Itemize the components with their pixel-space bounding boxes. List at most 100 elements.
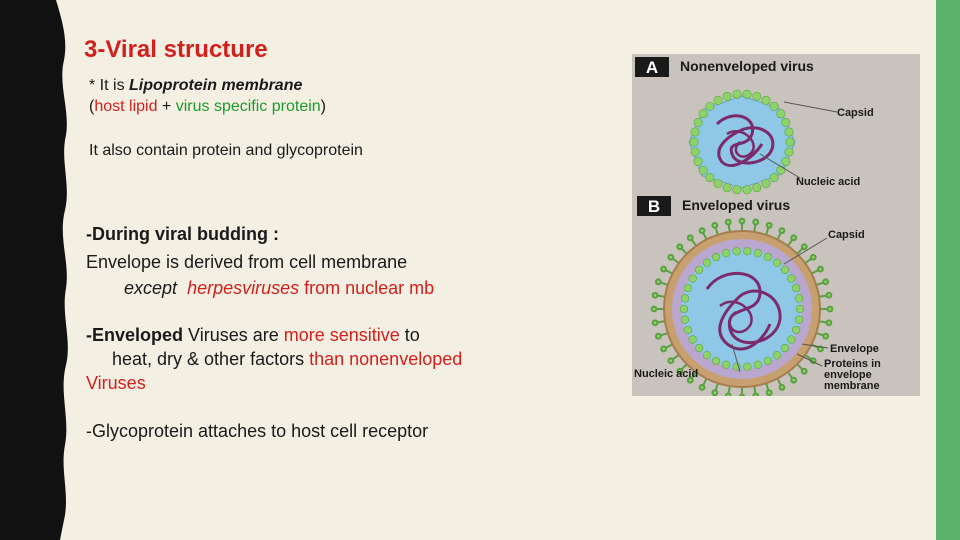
capsomere — [695, 343, 704, 353]
spike-head — [800, 243, 808, 251]
spike-head — [654, 332, 662, 340]
label-nucleic-acid-b: Nucleic acid — [634, 368, 698, 380]
capsomere — [683, 325, 693, 335]
capsomere — [742, 185, 752, 195]
label-proteins-3: membrane — [824, 380, 880, 392]
spike-head — [826, 305, 834, 313]
capsomere — [722, 249, 731, 258]
enveloped-line-2: heat, dry & other factors than nonenvelo… — [112, 349, 462, 370]
capsomere — [784, 147, 794, 157]
spike-head — [724, 218, 732, 226]
spike-head — [822, 278, 830, 286]
enveloped-bold: -Enveloped — [86, 325, 184, 345]
capsomere — [693, 157, 703, 167]
label-a-box — [635, 57, 669, 77]
capsomere — [776, 165, 786, 175]
capsomere — [712, 252, 721, 262]
capsomere — [695, 265, 704, 275]
capsomere — [776, 109, 786, 119]
capsomere — [780, 265, 789, 275]
spike-head — [825, 319, 833, 327]
more-sensitive-text: more sensitive — [283, 325, 400, 345]
label-enveloped: Enveloped virus — [682, 197, 790, 213]
capsomere — [690, 127, 700, 137]
spike-head — [738, 393, 746, 401]
spike-head — [686, 376, 694, 384]
label-a: A — [646, 58, 658, 77]
capsomere — [683, 283, 693, 293]
spike-head — [790, 234, 798, 242]
enveloped-virus — [650, 217, 834, 401]
spike-head — [765, 389, 773, 397]
spike-head — [660, 345, 667, 353]
capsomere — [787, 335, 796, 344]
capsomere — [769, 101, 779, 111]
capsomere — [688, 274, 697, 283]
spike-head — [752, 218, 760, 226]
spike-head — [667, 357, 675, 365]
capsomere — [698, 109, 708, 119]
spike-head — [825, 291, 833, 299]
capsomere — [781, 157, 791, 167]
label-envelope: Envelope — [830, 343, 879, 355]
nuclear-mb-text: from nuclear mb — [299, 278, 435, 298]
capsomere — [705, 101, 715, 111]
left-decorative-band — [0, 0, 68, 540]
spike-head — [651, 319, 659, 327]
capsomere — [732, 247, 741, 256]
capsomere — [722, 91, 732, 101]
enveloped-mid: Viruses are — [183, 325, 284, 345]
spike-head — [724, 392, 732, 400]
spike-head — [778, 227, 786, 234]
spike-head — [800, 367, 808, 375]
spike-head — [698, 384, 706, 391]
protein-line: It also contain protein and glycoprotein — [89, 142, 363, 159]
spike-head — [676, 243, 684, 251]
capsomere — [784, 127, 794, 137]
capsomere — [781, 117, 791, 127]
glycoprotein-line: -Glycoprotein attaches to host cell rece… — [86, 421, 429, 441]
enveloped-line-3: Viruses — [86, 373, 146, 393]
spike-head — [790, 376, 798, 384]
plus-sign: + — [157, 98, 176, 115]
capsomere — [713, 95, 723, 105]
capsomere — [698, 165, 708, 175]
capsomere — [689, 137, 699, 147]
spike-head — [686, 234, 694, 242]
enveloped-line-1: -Enveloped Viruses are more sensitive to — [86, 325, 420, 346]
capsomere — [742, 89, 752, 99]
capsomere — [752, 183, 762, 193]
line1-prefix: * It is — [89, 77, 130, 94]
spike-head — [654, 278, 662, 286]
capsomere — [712, 356, 721, 366]
budding-except-line: except herpesviruses from nuclear mb — [124, 278, 434, 299]
capsomere — [794, 315, 804, 324]
capsomere — [753, 360, 762, 369]
label-proteins-1: Proteins in — [824, 358, 881, 370]
capsomere — [791, 283, 801, 293]
spike-head — [778, 384, 786, 391]
close-paren: ) — [320, 98, 326, 115]
heat-dry-text: heat, dry & other factors — [112, 349, 310, 369]
spike-head — [817, 265, 824, 273]
right-accent-bar — [936, 0, 960, 540]
spike-head — [765, 221, 773, 229]
spike-head — [711, 389, 719, 397]
capsomere — [688, 335, 697, 344]
capsomere — [780, 343, 789, 353]
capsomere — [795, 304, 805, 314]
capsomere — [702, 351, 712, 360]
spike-head — [822, 332, 830, 340]
nonenveloped-virus — [688, 89, 796, 195]
spike-head — [676, 367, 684, 375]
capsomere — [705, 173, 715, 183]
capsomere — [761, 95, 771, 105]
capsomere — [743, 362, 752, 371]
capsomere — [763, 356, 772, 366]
spike-head — [650, 305, 658, 313]
host-lipid-text: host lipid — [94, 98, 158, 115]
capsomere — [713, 179, 723, 189]
spike-head — [711, 221, 719, 229]
capsomere — [752, 91, 762, 101]
label-b-box — [637, 196, 671, 216]
